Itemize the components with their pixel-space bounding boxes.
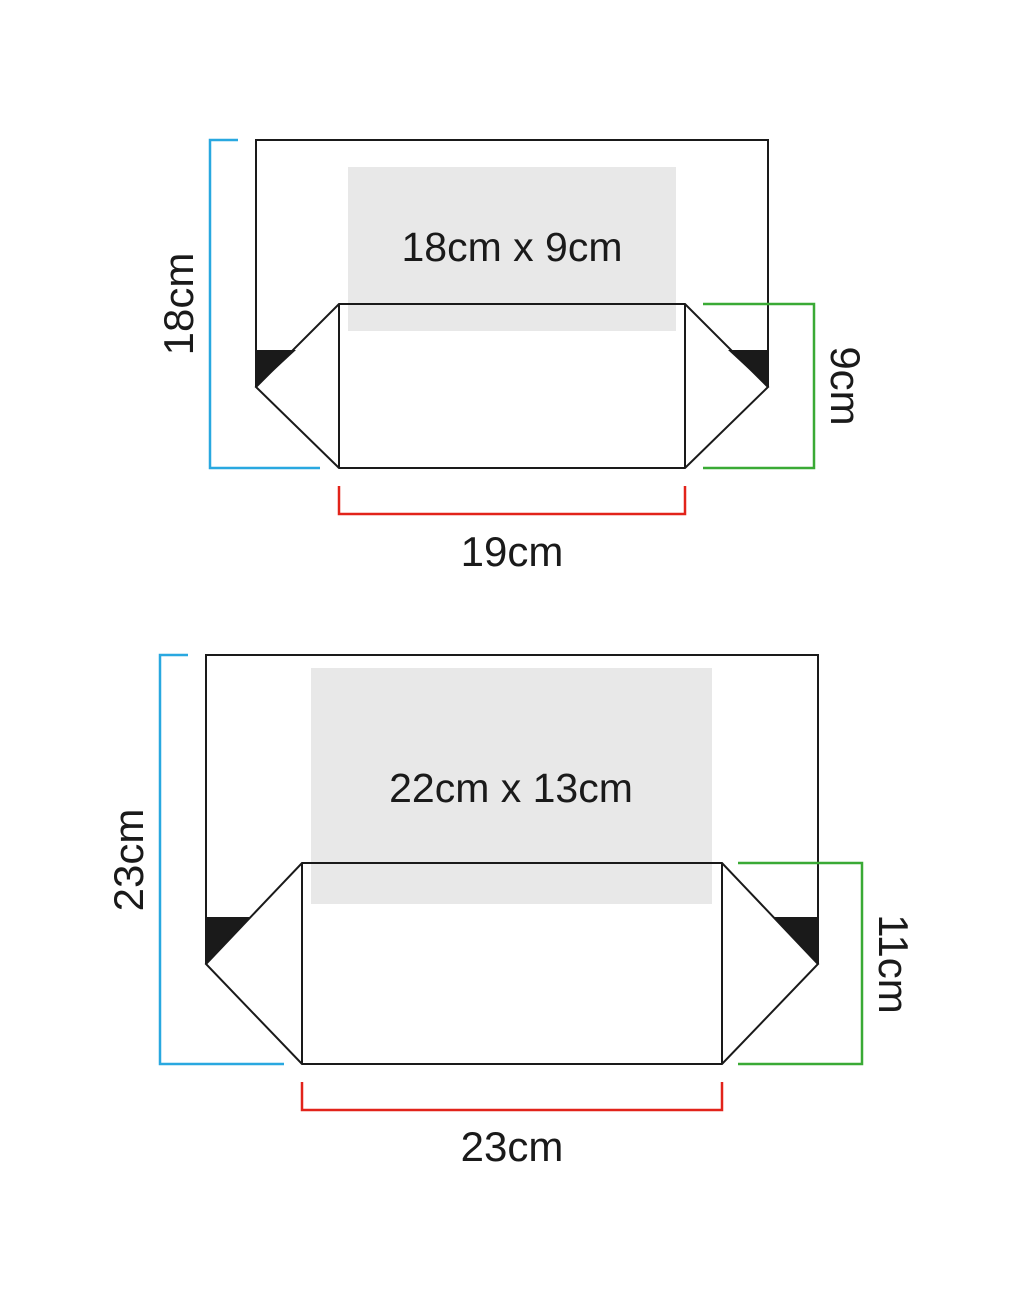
small-height-label: 18cm — [155, 253, 202, 356]
large-height-dimension-line — [158, 653, 284, 1066]
large-depth-label: 11cm — [870, 914, 917, 1014]
small-width-label: 19cm — [461, 528, 564, 575]
small-bag-outline — [255, 139, 769, 387]
large-bag-outline — [205, 654, 819, 964]
small-height-dimension-line — [208, 138, 320, 470]
small-print-area-label: 18cm x 9cm — [402, 224, 623, 270]
large-print-area — [311, 668, 712, 904]
large-height-label: 23cm — [105, 809, 152, 912]
small-bag-diagram: 18cm x 9cm 18cm 9cm 19cm — [155, 138, 869, 575]
large-bag-diagram: 22cm x 13cm 23cm 11cm 23cm — [105, 653, 917, 1170]
small-depth-dimension-line — [703, 302, 816, 470]
small-depth-label: 9cm — [822, 346, 869, 425]
large-width-dimension-line — [300, 1082, 724, 1112]
small-width-dimension-line — [337, 486, 687, 516]
large-width-label: 23cm — [461, 1123, 564, 1170]
large-print-area-label: 22cm x 13cm — [389, 765, 633, 811]
large-depth-dimension-line — [738, 861, 864, 1066]
